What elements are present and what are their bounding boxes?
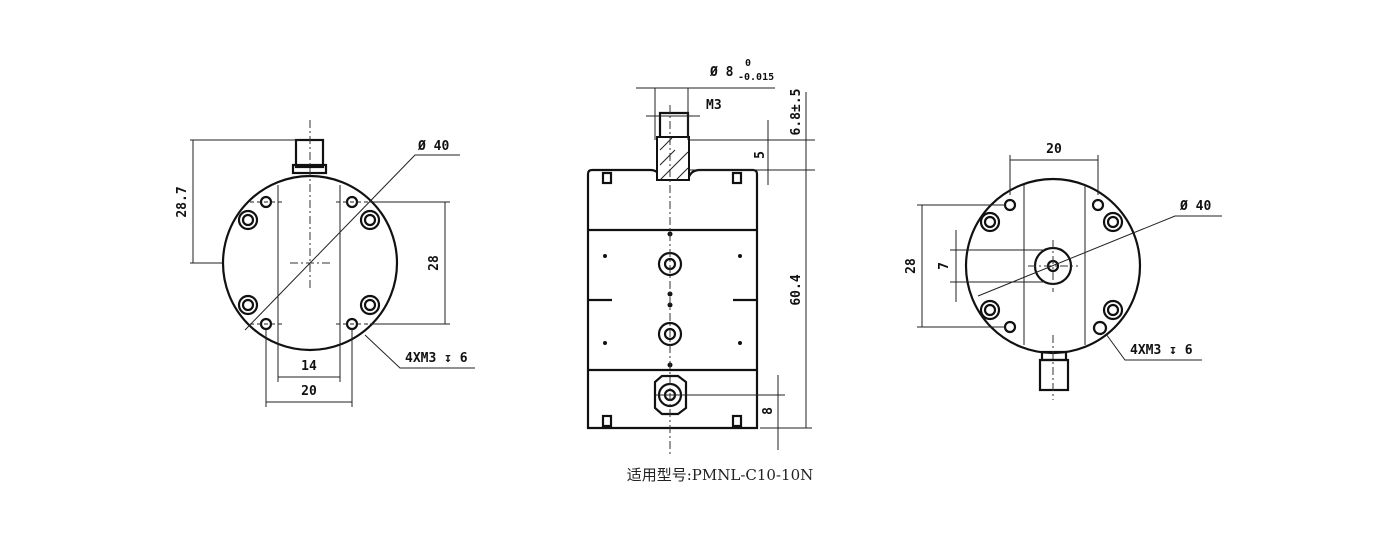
- dim-shaft-height: 6.8±.5: [789, 89, 804, 136]
- dim-thread: M3: [706, 98, 722, 113]
- dim-height: 28.7: [175, 186, 190, 217]
- right-view: 20 28 7 Ø 40 4XM3 ↧ 6: [904, 142, 1222, 400]
- dim-hole-spacing: 28: [427, 255, 442, 271]
- left-view: 28.7 28 14 20 Ø 40 4XM3 ↧ 6: [175, 120, 475, 407]
- tol-lower: -0.015: [738, 72, 774, 83]
- tol-upper: 0: [745, 58, 751, 69]
- dim-width: 20: [1046, 142, 1062, 157]
- thread-note: 4XM3 ↧ 6: [405, 351, 468, 366]
- thread-note: 4XM3 ↧ 6: [1130, 343, 1193, 358]
- dim-flat-depth: 5: [753, 151, 768, 159]
- dim-hub-offset: 7: [937, 262, 952, 270]
- shaft-section: [656, 136, 690, 181]
- dim-diameter: Ø 40: [1179, 199, 1211, 214]
- dim-outer-width: 20: [301, 384, 317, 399]
- dim-connector-offset: 8: [761, 407, 776, 415]
- front-view: Ø 8 0 -0.015 M3 5 6.8±.5 60.4 8 适用型号:PMN…: [586, 58, 815, 484]
- dim-hole-spacing: 28: [904, 258, 919, 274]
- mounting-holes: [237, 195, 381, 331]
- connector: [1038, 358, 1070, 392]
- dim-shaft-diameter: Ø 8: [709, 65, 734, 80]
- connector-fitting: [653, 374, 688, 416]
- model-caption: 适用型号:PMNL-C10-10N: [627, 466, 814, 484]
- dim-overall-height: 60.4: [789, 274, 804, 305]
- dim-diameter: Ø 40: [417, 139, 449, 154]
- dim-inner-width: 14: [301, 359, 317, 374]
